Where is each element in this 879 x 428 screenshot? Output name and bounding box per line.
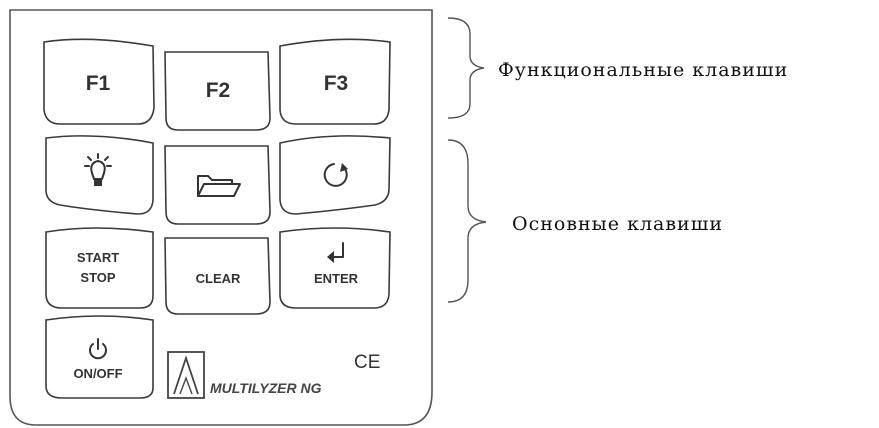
backlight-button[interactable]	[45, 135, 154, 215]
key-f2[interactable]: F2	[164, 51, 271, 131]
key-f1-label: F1	[86, 72, 111, 95]
power-icon	[89, 338, 107, 360]
cycle-arrows-icon	[323, 163, 348, 187]
power-button[interactable]: ON/OFF	[45, 315, 154, 399]
onoff-label: ON/OFF	[73, 366, 122, 381]
light-bulb-icon	[84, 153, 112, 186]
multilyzer-logo-icon	[167, 351, 205, 399]
folder-button[interactable]	[164, 145, 271, 225]
enter-button[interactable]: ENTER	[279, 227, 391, 309]
clear-label: CLEAR	[196, 271, 241, 286]
key-f3[interactable]: F3	[279, 38, 391, 125]
start-stop-button[interactable]: START STOP	[45, 227, 154, 309]
function-keys-caption: Функциональные клавиши	[498, 59, 788, 81]
brand-area: MULTILYZER NG CE	[167, 351, 380, 399]
key-f2-label: F2	[206, 79, 231, 102]
stop-label: STOP	[80, 270, 115, 285]
enter-label: ENTER	[314, 271, 359, 286]
enter-arrow-icon	[327, 242, 344, 263]
main-keys-caption: Основные клавиши	[512, 213, 723, 235]
start-label: START	[77, 250, 119, 265]
brand-name: MULTILYZER NG	[210, 380, 322, 396]
key-f1[interactable]: F1	[43, 38, 155, 125]
main-keys-brace	[447, 139, 487, 303]
folder-icon	[197, 175, 241, 197]
clear-button[interactable]: CLEAR	[164, 237, 271, 315]
key-f3-label: F3	[324, 72, 349, 95]
ce-mark: CE	[354, 352, 380, 373]
cycle-button[interactable]	[279, 135, 391, 215]
function-keys-brace	[447, 17, 485, 119]
